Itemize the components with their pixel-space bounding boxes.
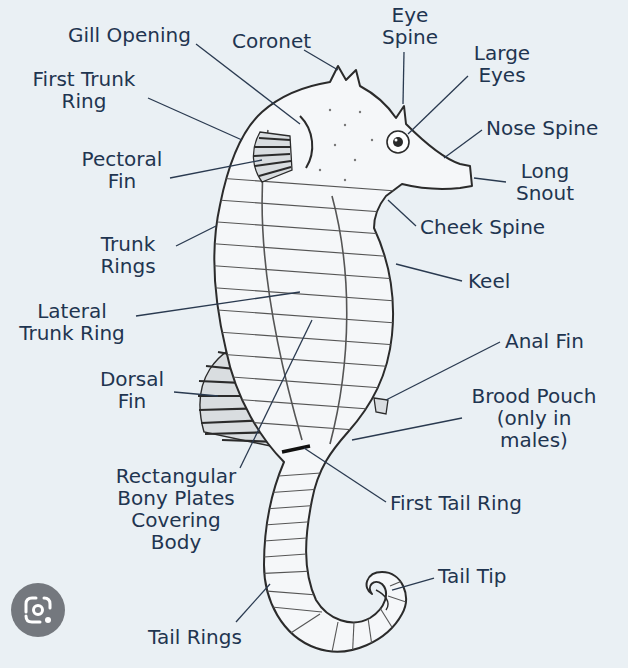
lens-icon-dot xyxy=(45,617,51,623)
head-texture xyxy=(319,109,373,181)
leader-line xyxy=(474,178,506,182)
trunk-ring xyxy=(190,374,410,390)
leader-line xyxy=(304,448,386,502)
fin-ray xyxy=(254,154,290,156)
lens-icon-frame xyxy=(26,598,50,622)
part-label: Nose Spine xyxy=(486,117,598,139)
leader-line xyxy=(196,44,300,124)
lens-icon-centre xyxy=(34,606,43,615)
tail-ring xyxy=(250,552,335,558)
trunk-ring xyxy=(190,352,410,368)
part-label: Trunk Rings xyxy=(83,233,173,277)
part-label: Cheek Spine xyxy=(420,216,545,238)
tail-ring xyxy=(352,622,354,664)
tail-ring xyxy=(250,504,335,510)
part-label: Rectangular Bony Plates Covering Body xyxy=(111,465,241,553)
part-label: Keel xyxy=(468,270,510,292)
leader-line xyxy=(148,98,242,140)
lens-icon xyxy=(11,583,65,637)
part-label: First Trunk Ring xyxy=(19,68,149,112)
eye-outer xyxy=(387,131,409,153)
tail-ring xyxy=(380,608,400,640)
texture-dot xyxy=(344,179,346,181)
ventral-ridge xyxy=(330,196,347,444)
leader-line xyxy=(408,76,468,134)
part-label: Pectoral Fin xyxy=(72,148,172,192)
texture-dot xyxy=(334,144,336,146)
tail-ring xyxy=(330,622,338,662)
part-label: Tail Rings xyxy=(148,626,242,648)
leader-line xyxy=(240,320,312,468)
fin-ray xyxy=(259,138,290,140)
gill-opening xyxy=(300,116,312,168)
seahorse-body xyxy=(214,66,472,652)
leader-line xyxy=(174,392,218,396)
part-label: Anal Fin xyxy=(505,330,584,352)
tail-ring xyxy=(262,606,322,612)
leader-line xyxy=(388,200,416,226)
leader-line xyxy=(304,50,338,70)
tail-ring xyxy=(280,614,320,640)
tail-ring xyxy=(368,618,374,660)
texture-dot xyxy=(329,109,331,111)
part-label: Lateral Trunk Ring xyxy=(10,300,135,344)
leader-line xyxy=(444,130,482,158)
fin-ray xyxy=(255,146,290,148)
part-label: Gill Opening xyxy=(68,24,191,46)
leader-line xyxy=(236,584,270,622)
texture-dot xyxy=(319,169,321,171)
part-label: Coronet xyxy=(232,30,311,52)
tail-ring xyxy=(250,536,335,542)
pectoral-fin xyxy=(253,132,292,182)
trunk-ring xyxy=(190,220,410,236)
leader-line xyxy=(176,226,216,246)
part-label: Dorsal Fin xyxy=(92,368,172,412)
trunk-ring xyxy=(190,242,410,258)
eye-pupil xyxy=(393,137,403,147)
trunk-ring xyxy=(190,176,410,192)
fin-ray xyxy=(255,161,291,166)
anal-fin xyxy=(374,398,388,414)
leader-line xyxy=(403,52,404,104)
leader-line xyxy=(136,292,300,316)
trunk-ring xyxy=(190,198,410,214)
body-rings xyxy=(190,130,418,664)
eye xyxy=(387,131,409,153)
tail-ring xyxy=(250,520,335,526)
trunk-ring xyxy=(190,264,410,280)
trunk-ring xyxy=(190,308,410,324)
part-label: Tail Tip xyxy=(438,565,507,587)
leader-line xyxy=(396,264,462,281)
tail-ring xyxy=(250,570,335,574)
leader-line xyxy=(352,418,462,440)
part-label: Long Snout xyxy=(505,160,585,204)
tail-ring xyxy=(388,596,418,606)
eye-highlight xyxy=(395,139,398,142)
trunk-ring xyxy=(190,286,410,302)
leader-line xyxy=(392,578,434,590)
part-label: Brood Pouch (only in males) xyxy=(465,385,603,451)
tail-spiral xyxy=(376,590,388,610)
part-label: Large Eyes xyxy=(462,42,542,86)
texture-dot xyxy=(359,111,361,113)
texture-dot xyxy=(371,139,373,141)
tail-ring xyxy=(250,472,335,478)
part-label: Eye Spine xyxy=(375,4,445,48)
texture-dot xyxy=(344,124,346,126)
pectoral-fin-outline xyxy=(253,132,292,182)
fin-ray xyxy=(259,167,291,176)
lens-icon-ground xyxy=(11,583,65,637)
tail-ring xyxy=(250,488,335,494)
texture-dot xyxy=(354,159,356,161)
part-label: First Tail Ring xyxy=(390,492,522,514)
leader-line xyxy=(170,160,262,178)
